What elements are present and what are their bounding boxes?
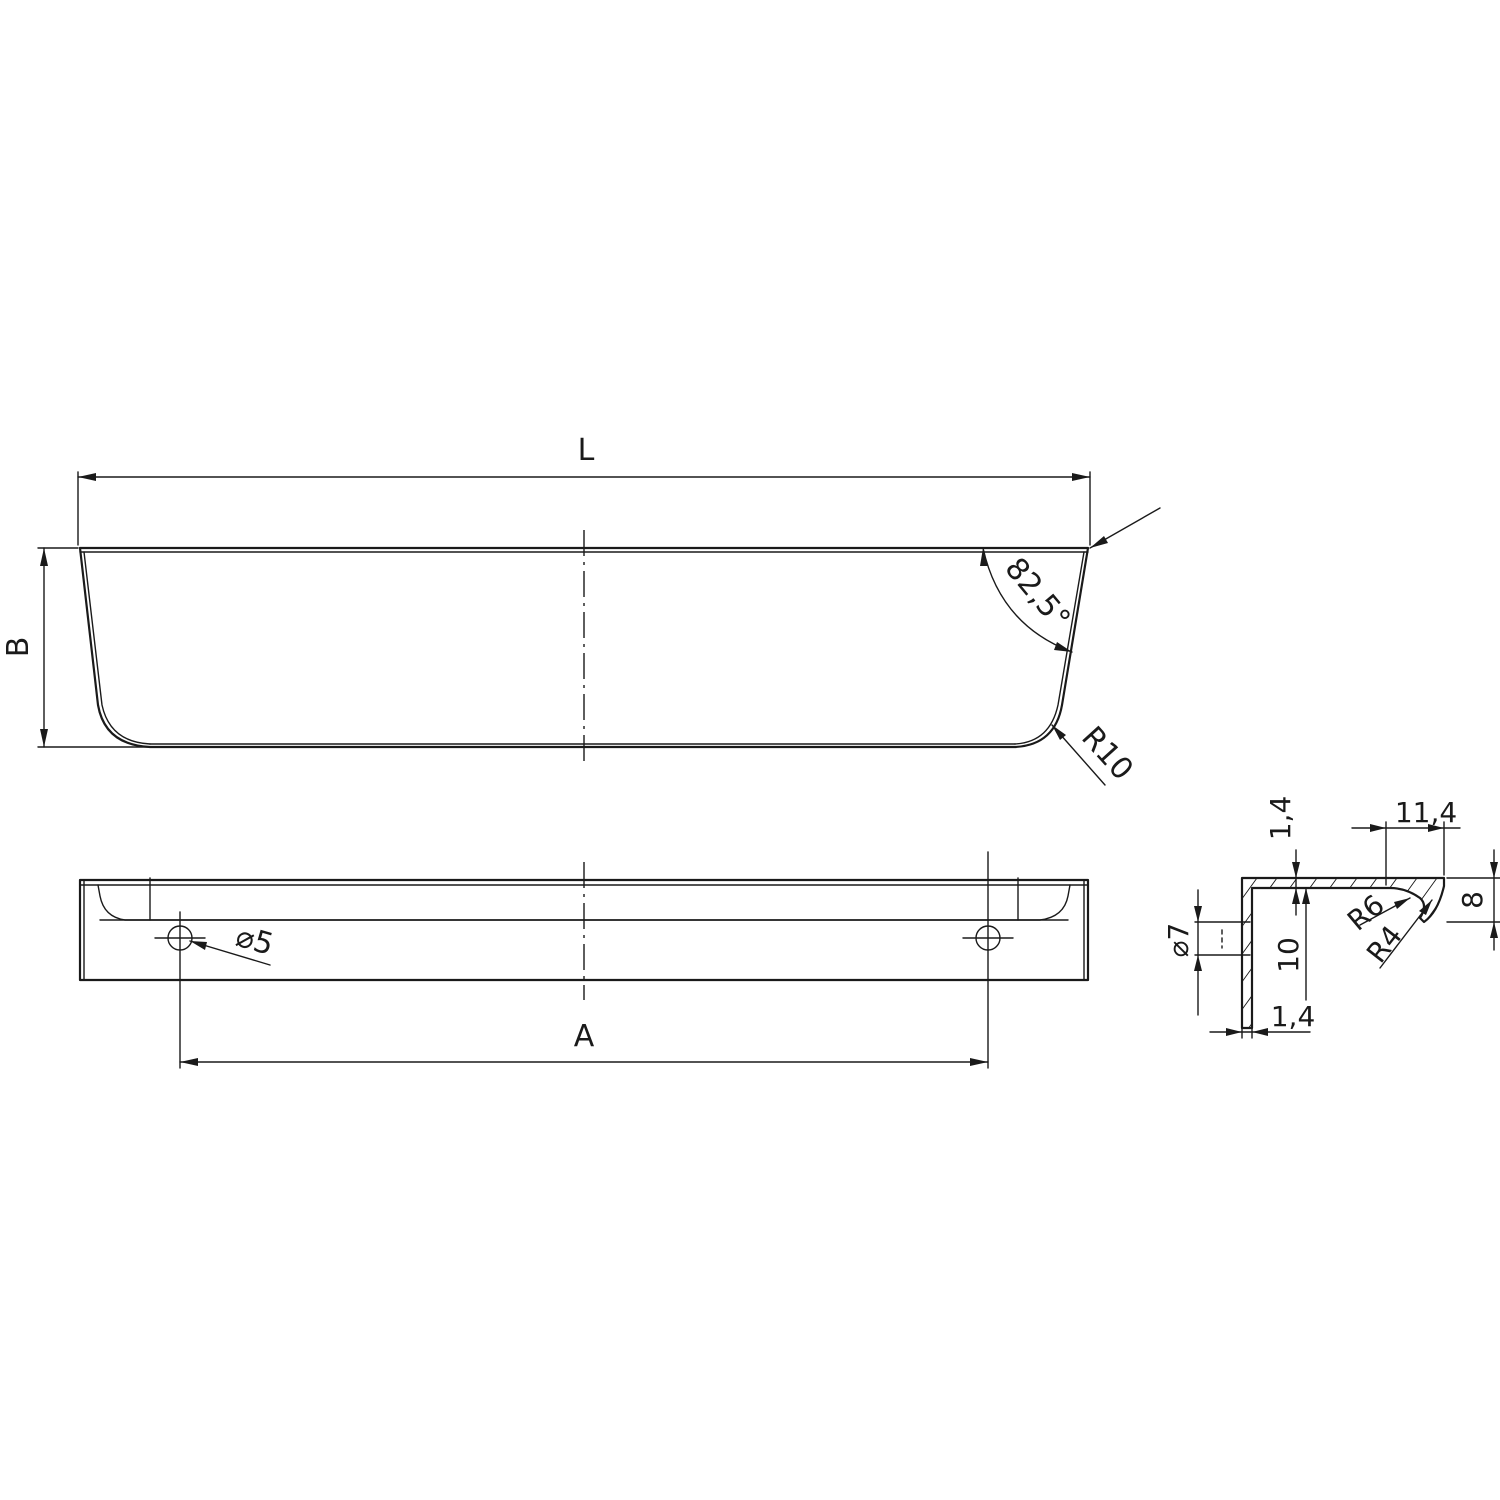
hole-spacing-label: A [574,1019,595,1054]
width-dimension: B [1,547,151,748]
profile-section: ⌀7 1,4 10 1,4 11,4 8 [1162,796,1500,1039]
front-view: ⌀5 A [78,851,1090,1069]
top-view-outline [78,546,1090,749]
hole-diameter-dimension: ⌀5 [189,919,277,966]
length-label: L [578,433,595,468]
profile-flange-width-label: 11,4 [1395,796,1457,829]
top-view: L B 82,5° R10 [1,433,1161,787]
width-label: B [1,637,36,658]
corner-radius-dimension: R10 [1051,720,1140,787]
angle-label: 82,5° [998,551,1077,636]
corner-radius-label: R10 [1074,720,1140,787]
profile-side-wall-label: 1,4 [1271,1000,1316,1033]
length-dimension: L [77,433,1091,546]
profile-hole-offset-label: 10 [1272,937,1305,973]
profile-top-wall-label: 1,4 [1264,796,1297,841]
hole-spacing-dimension: A [179,1019,989,1066]
profile-height-label: 8 [1456,891,1489,909]
profile-hole-label: ⌀7 [1162,923,1195,958]
